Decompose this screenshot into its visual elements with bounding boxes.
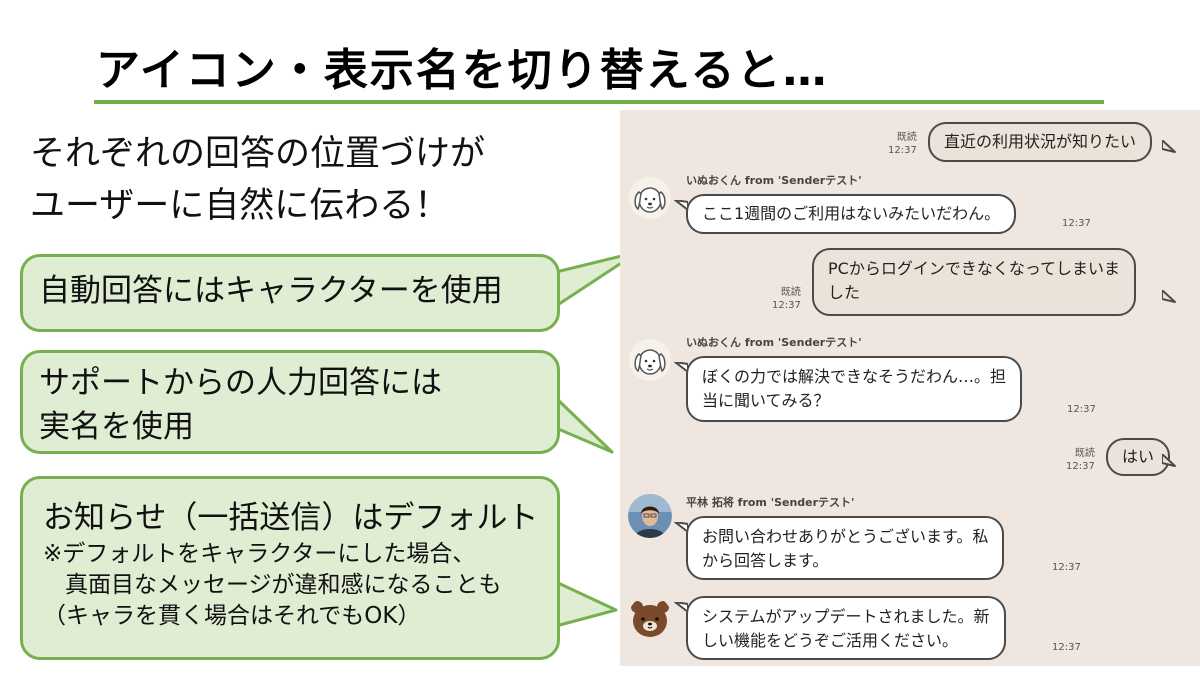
sender-name: いぬおくん from 'Senderテスト' (686, 336, 862, 349)
message-time: 12:37 (1062, 218, 1091, 229)
bubble-tail (674, 200, 688, 211)
person-photo-avatar[interactable] (628, 494, 672, 538)
dog-avatar-icon[interactable] (628, 176, 672, 220)
callout-auto-answer: 自動回答にはキャラクターを使用 (20, 254, 560, 332)
message-time: 12:37 (1052, 562, 1081, 573)
message-text: PCからログインできなくなってしまいま (828, 259, 1121, 278)
message-meta: 既読 12:37 (1066, 447, 1095, 473)
message-time: 12:37 (1052, 642, 1081, 653)
dog-avatar-icon[interactable] (628, 338, 672, 382)
message-text: しい機能をどうぞご活用ください。 (702, 631, 959, 650)
message-bubble-user[interactable]: PCからログインできなくなってしまいま した (812, 248, 1137, 316)
read-receipt: 既読 (896, 132, 917, 143)
message-text: ぼくの力では解決できなそうだわん…。担 (702, 367, 1007, 386)
lead-text: それぞれの回答の位置づけが ユーザーに自然に伝わる！ (30, 128, 485, 232)
message-time: 12:37 (1066, 461, 1095, 472)
sender-name: 平林 拓将 from 'Senderテスト' (686, 496, 855, 509)
message-text: システムがアップデートされました。新 (702, 607, 990, 626)
chat-panel[interactable]: 既読 12:37 直近の利用状況が知りたい いぬおくん from 'Sender… (620, 110, 1200, 666)
bear-avatar-icon[interactable] (628, 596, 672, 640)
read-receipt: 既読 (1074, 448, 1095, 459)
read-receipt: 既読 (780, 287, 801, 298)
message-bubble-user[interactable]: 直近の利用状況が知りたい (928, 122, 1153, 162)
message-text: 当に聞いてみる？ (702, 391, 830, 410)
lead-line: それぞれの回答の位置づけが (30, 134, 486, 174)
callout-notice-note: 真面目なメッセージが違和感になることも (65, 572, 502, 598)
message-text: ここ1週間のご利用はないみたいだわん。 (702, 204, 1001, 223)
callout-tail-support (554, 396, 614, 454)
message-time: 12:37 (1067, 404, 1096, 415)
callout-support-line: サポートからの人力回答には (39, 365, 442, 401)
message-bubble-notice[interactable]: システムがアップデートされました。新 しい機能をどうぞご活用ください。 (686, 596, 1006, 660)
message-text: した (828, 283, 861, 302)
bubble-tail (1162, 454, 1176, 467)
callout-notice-note: ※デフォルトをキャラクターにした場合、 (43, 541, 476, 567)
sender-name: いぬおくん from 'Senderテスト' (686, 174, 862, 187)
title-underline (94, 100, 1104, 104)
message-time: 12:37 (772, 300, 801, 311)
bubble-tail (1162, 140, 1176, 153)
message-text: はい (1122, 447, 1155, 466)
message-bubble-bot[interactable]: ここ1週間のご利用はないみたいだわん。 (686, 194, 1017, 234)
callout-support-line: 実名を使用 (39, 409, 194, 445)
message-meta: 既読 12:37 (772, 286, 801, 312)
message-text: お問い合わせありがとうございます。私 (702, 527, 989, 546)
callout-notice-heading: お知らせ（一括送信）はデフォルト (43, 500, 539, 536)
message-time: 12:37 (888, 145, 917, 156)
message-text: から回答します。 (702, 551, 829, 570)
message-bubble-user[interactable]: はい (1106, 438, 1171, 476)
lead-line: ユーザーに自然に伝わる！ (30, 186, 450, 226)
bubble-tail (1162, 290, 1176, 303)
bubble-tail (674, 602, 688, 613)
bubble-tail (674, 522, 688, 533)
callout-notice-note: （キャラを貫く場合はそれでもOK） (43, 603, 421, 629)
callout-auto-text: 自動回答にはキャラクターを使用 (39, 273, 503, 309)
message-bubble-agent[interactable]: お問い合わせありがとうございます。私 から回答します。 (686, 516, 1005, 580)
slide-title: アイコン・表示名を切り替えると… (96, 45, 829, 96)
bubble-tail (674, 362, 688, 373)
callout-support-answer: サポートからの人力回答には 実名を使用 (20, 350, 560, 454)
message-meta: 既読 12:37 (888, 131, 917, 157)
callout-notice: お知らせ（一括送信）はデフォルト ※デフォルトをキャラクターにした場合、 真面目… (20, 476, 560, 660)
message-text: 直近の利用状況が知りたい (944, 132, 1137, 151)
callout-tail-notice (554, 580, 618, 628)
message-bubble-bot[interactable]: ぼくの力では解決できなそうだわん…。担 当に聞いてみる？ (686, 356, 1023, 422)
